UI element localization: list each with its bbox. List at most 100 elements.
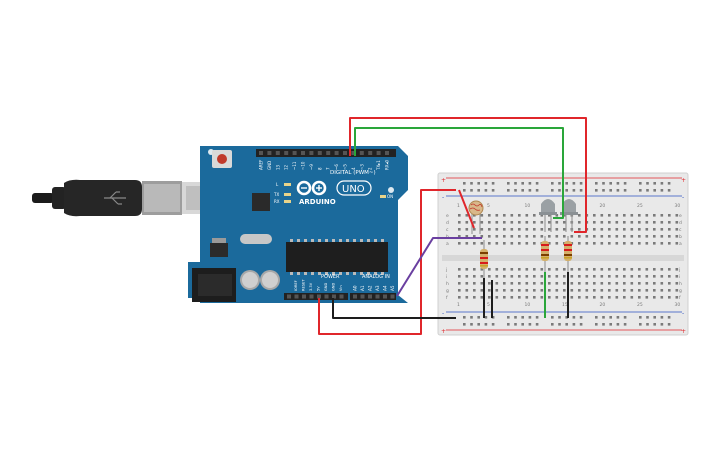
power-pin-hole[interactable]	[302, 294, 306, 299]
rail-minus-bottom-right: -	[682, 310, 684, 317]
rail-minus-top-left: -	[442, 194, 444, 201]
digital-pin-11[interactable]	[351, 151, 356, 155]
digital-pin-7[interactable]	[317, 151, 322, 155]
power-pin-label: 3.3V	[309, 282, 313, 291]
arduino-logo-icon	[296, 180, 327, 196]
digital-pin-9[interactable]	[334, 151, 339, 155]
reset-button[interactable]	[212, 150, 232, 168]
row-label: e	[679, 214, 682, 219]
digital-pin-label: ~9	[309, 164, 314, 170]
usb-chip	[252, 193, 270, 211]
digital-pin-15[interactable]	[385, 151, 389, 155]
digital-pin-label: GND	[267, 161, 272, 170]
row-label: b	[679, 234, 682, 240]
power-pin-label: 5V	[317, 286, 321, 291]
digital-pin-6[interactable]	[309, 151, 314, 155]
power-header-label: POWER	[321, 274, 340, 280]
row-label: d	[446, 220, 449, 226]
power-jack[interactable]	[192, 268, 236, 302]
analog-pin-hole[interactable]	[375, 294, 380, 299]
digital-pin-8[interactable]	[326, 151, 331, 155]
led-label-rx: RX	[274, 199, 280, 204]
column-label: 10	[525, 302, 531, 308]
rail-plus-top-right: +	[681, 177, 686, 184]
analog-pin-hole[interactable]	[368, 294, 372, 299]
digital-pin-14[interactable]	[376, 151, 381, 155]
column-label: 5	[487, 302, 490, 308]
column-label: 20	[600, 203, 606, 209]
analog-pin-label: A1	[360, 285, 365, 291]
analog-pin-hole[interactable]	[360, 294, 365, 299]
analog-pin-hole[interactable]	[390, 294, 395, 299]
column-label: 15	[562, 302, 568, 308]
column-label: 25	[637, 302, 643, 308]
wire-red-rail-photoresistor[interactable]	[458, 189, 475, 229]
column-label: 25	[637, 203, 643, 209]
resistor-photoresistor[interactable]	[480, 240, 488, 278]
usb-icon	[104, 191, 126, 205]
digital-pin-13[interactable]	[368, 151, 373, 155]
power-pin-hole[interactable]	[339, 294, 344, 299]
row-label: i	[446, 274, 447, 280]
analog-pin-label: A5	[390, 285, 395, 291]
analog-pin-hole[interactable]	[383, 294, 387, 299]
row-label: d	[679, 220, 682, 226]
column-label: 20	[600, 302, 606, 308]
row-label: h	[679, 281, 682, 287]
power-pin-hole[interactable]	[309, 294, 314, 299]
row-label: g	[679, 289, 682, 294]
digital-pin-label: ~3	[359, 164, 364, 170]
row-label: j	[445, 267, 447, 273]
led-1[interactable]	[539, 199, 557, 232]
digital-pin-label: 7	[326, 167, 331, 170]
photoresistor[interactable]	[468, 200, 484, 234]
power-pin-hole[interactable]	[317, 294, 321, 299]
rail-minus-bottom-left: -	[442, 310, 444, 317]
power-pin-label: Vin	[339, 285, 343, 291]
wire-red-5v-rail[interactable]	[318, 189, 456, 335]
wire-purple-a0[interactable]	[396, 237, 482, 297]
resistor-led-1[interactable]	[541, 236, 549, 272]
digital-pin-12[interactable]	[359, 151, 364, 155]
row-label: c	[679, 228, 682, 233]
power-pin-hole[interactable]	[332, 294, 336, 299]
column-label: 30	[675, 302, 681, 308]
breadboard[interactable]: aabbccddeeffgghhiijj11551010151520202525…	[437, 172, 689, 336]
row-label: j	[678, 267, 680, 273]
digital-pin-label: ~5	[343, 164, 348, 170]
microcontroller-chip	[286, 239, 388, 275]
power-pin-hole[interactable]	[294, 294, 299, 299]
digital-pin-label: 12	[284, 164, 289, 170]
digital-pin-2[interactable]	[275, 151, 280, 155]
resistor-led-2[interactable]	[564, 236, 572, 272]
wire-red-pin6-led2[interactable]	[349, 117, 587, 233]
digital-pin-label: 8	[317, 167, 322, 170]
digital-pin-0[interactable]	[259, 151, 263, 155]
power-pin-hole[interactable]	[324, 294, 329, 299]
digital-pin-label: 4	[351, 167, 356, 170]
digital-pin-10[interactable]	[343, 151, 347, 155]
power-pin-label: RESET	[302, 279, 306, 291]
digital-header-label: DIGITAL (PWM~)	[330, 170, 376, 176]
analog-pin-header[interactable]	[350, 293, 396, 300]
digital-pin-1[interactable]	[267, 151, 272, 155]
analog-pin-hole[interactable]	[353, 294, 357, 299]
model-badge: UNO	[336, 180, 372, 196]
digital-pin-4[interactable]	[292, 151, 297, 155]
capacitors	[240, 270, 280, 290]
digital-pin-5[interactable]	[301, 151, 305, 155]
wire-green-pin5-led1[interactable]	[354, 127, 564, 219]
power-pin-header[interactable]	[284, 293, 348, 300]
analog-pin-label: A0	[353, 285, 358, 291]
digital-pin-3[interactable]	[284, 151, 289, 155]
led-2[interactable]	[560, 199, 578, 232]
digital-pin-header[interactable]	[256, 149, 396, 157]
wire-black-gnd-rail[interactable]	[332, 298, 456, 319]
power-pin-hole[interactable]	[287, 294, 291, 299]
digital-pin-label: 13	[275, 164, 280, 170]
analog-header-label: ANALOG IN	[362, 274, 390, 280]
rail-plus-bottom-right: +	[681, 328, 686, 335]
digital-pin-label: AREF	[259, 159, 264, 170]
row-label: f	[679, 295, 681, 301]
